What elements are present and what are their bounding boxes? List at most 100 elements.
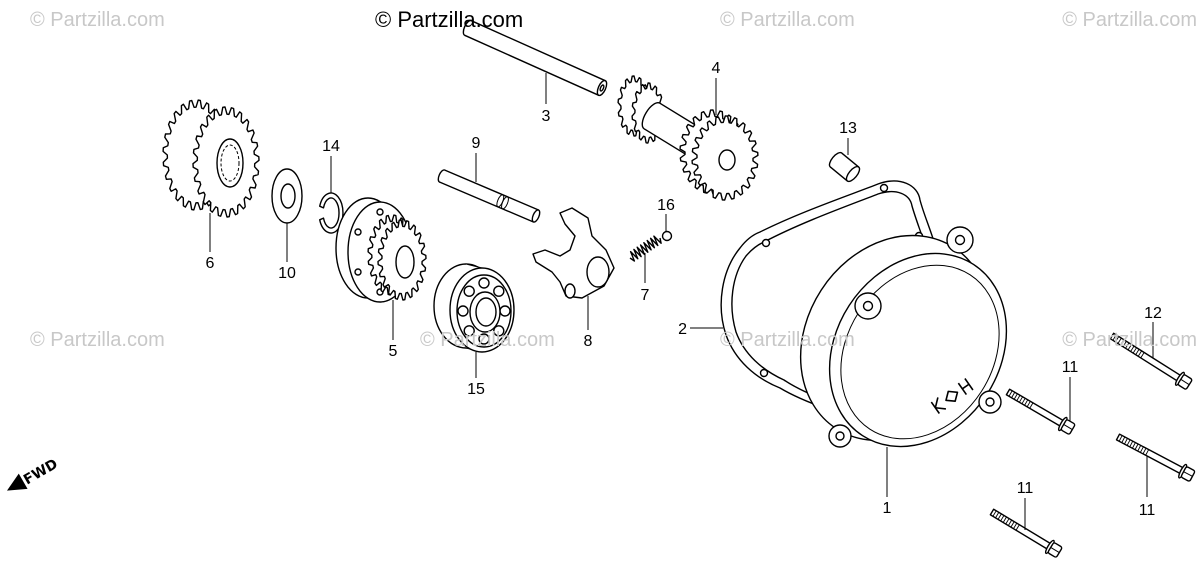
part-15-bearing [433,263,515,353]
part-13-dowel-near-end [845,165,861,183]
bearing-ball [493,285,505,297]
part-11-bolt-upper-thread [1016,395,1021,402]
callout-1: 1 [883,500,892,517]
callout-3: 3 [542,108,551,125]
part-12-bolt-thread [1117,337,1122,344]
header-watermark-text: © Partzilla.com [375,7,523,32]
washer-hole [280,183,296,209]
bearing-ball [478,277,490,289]
part-12-bolt-thread [1137,350,1143,357]
part-11-bolt-lower-thread [1002,516,1007,523]
part-11-bolt-lower [989,508,1063,558]
callout-12: 12 [1144,305,1162,322]
gasket-bolt-hole [879,183,889,193]
part-11-bolt-lower-thread [1015,524,1020,531]
part-3-shaft-edge [464,34,600,96]
part-13-dowel-edge [841,152,860,168]
part-12-bolt-thread [1127,344,1132,351]
bearing-ball [463,285,475,297]
fwd-arrow-head [6,473,28,491]
fwd-arrow: FWD [6,456,61,491]
part-11-bolt-right-thread [1137,445,1142,452]
callout-8: 8 [584,333,593,350]
part-14-circlip [319,192,344,234]
bearing-top-edge [465,263,483,269]
part-12-bolt-thread [1122,341,1127,347]
shift-fork-boss [586,256,610,288]
bearing-ball [493,325,505,337]
shift-fork-pin [564,283,576,299]
part-12-bolt-thread [1112,334,1117,341]
watermark-text: © Partzilla.com [30,9,165,31]
cover-logo [930,378,974,414]
part-11-bolt-upper-thread [1021,398,1026,405]
part-11-bolt-lower-thread [1007,519,1013,526]
part-12-bolt-thread [1120,339,1125,346]
part-12-bolt-thread [1132,347,1137,354]
part-11-bolt-right-head-edge [1183,471,1193,477]
part-11-bolt-right-shank [1115,433,1191,478]
watermark-text: © Partzilla.com [420,329,555,351]
part-12-bolt-thread [1125,342,1130,349]
part-11-bolt-right-thread [1142,447,1147,455]
part-4-gear-cluster [617,75,759,201]
part-3-shaft-body [464,20,606,96]
shaft-groove-line [501,196,509,210]
part-8-shift-fork [532,207,615,299]
part-11-bolt-right-thread [1126,439,1131,446]
part-11-bolt-upper-thread [1018,396,1023,403]
watermark-text: © Partzilla.com [720,329,855,351]
part-11-bolt-upper-thread [1011,392,1016,399]
part-11-bolt-right-thread [1139,446,1144,453]
part-6-splines [220,144,240,182]
part-5-clutch-gear [335,197,427,303]
part-11-bolt-lower-thread [1005,518,1010,525]
watermark-text: © Partzilla.com [1062,9,1197,31]
part-11-bolt-lower-thread [1013,522,1018,529]
part-11-bolt-lower-thread [992,510,997,517]
part-11-bolt-right-thread [1145,449,1150,456]
cover-lug [978,390,1002,414]
part-4-bore [718,149,736,171]
part-11-bolt-right-thread [1132,442,1136,449]
bearing-ball [457,305,469,317]
callout-15: 15 [467,381,485,398]
part-12-bolt-thread [1114,336,1120,343]
callout-13: 13 [839,120,857,137]
part-11-bolt-lower-thread [1000,515,1005,522]
part-12-bolt-thread [1135,349,1140,355]
part-11-bolt-upper [1005,388,1076,435]
part-6-gear [162,99,260,218]
callout-6: 6 [206,255,215,272]
part-11-bolt-upper-head-edge [1063,424,1073,430]
callout-labels: 3 4 13 14 9 16 6 10 7 2 12 5 8 11 15 11 … [206,60,1162,519]
part-11-bolt-upper-thread [1029,402,1034,409]
callout-7: 7 [641,287,650,304]
part-9-fork-shaft-near-end [531,209,541,223]
part-11-bolt-right-thread [1118,435,1123,442]
part-3-shaft [462,19,608,97]
part-16-ball [661,230,673,242]
callout-14: 14 [322,138,340,155]
cover-logo-mark [930,378,974,414]
callout-2: 2 [678,321,687,338]
watermarks: © Partzilla.com © Partzilla.com © Partzi… [30,7,1197,351]
part-11-bolt-lower-head-edge [1050,546,1060,554]
bearing-ball [463,325,475,337]
part-12-bolt [1109,332,1193,390]
part-7-spring [629,235,662,262]
cover-lug-hole [862,300,874,312]
part-3-shaft-end-hole [599,84,605,92]
cover-lug-hole [954,234,966,246]
callout-5: 5 [389,343,398,360]
part-11-bolt-upper-thread [1026,401,1031,408]
watermark-text: © Partzilla.com [30,329,165,351]
part-9-fork-shaft-edge [444,169,539,211]
leader-lines [209,73,1154,530]
part-9-groove [496,194,509,210]
part-1-cover [799,226,1008,448]
part-11-bolt-upper-thread [1008,390,1013,397]
callout-16: 16 [657,197,675,214]
circlip-ring [319,192,344,234]
part-9-fork-shaft-edge [439,181,534,223]
